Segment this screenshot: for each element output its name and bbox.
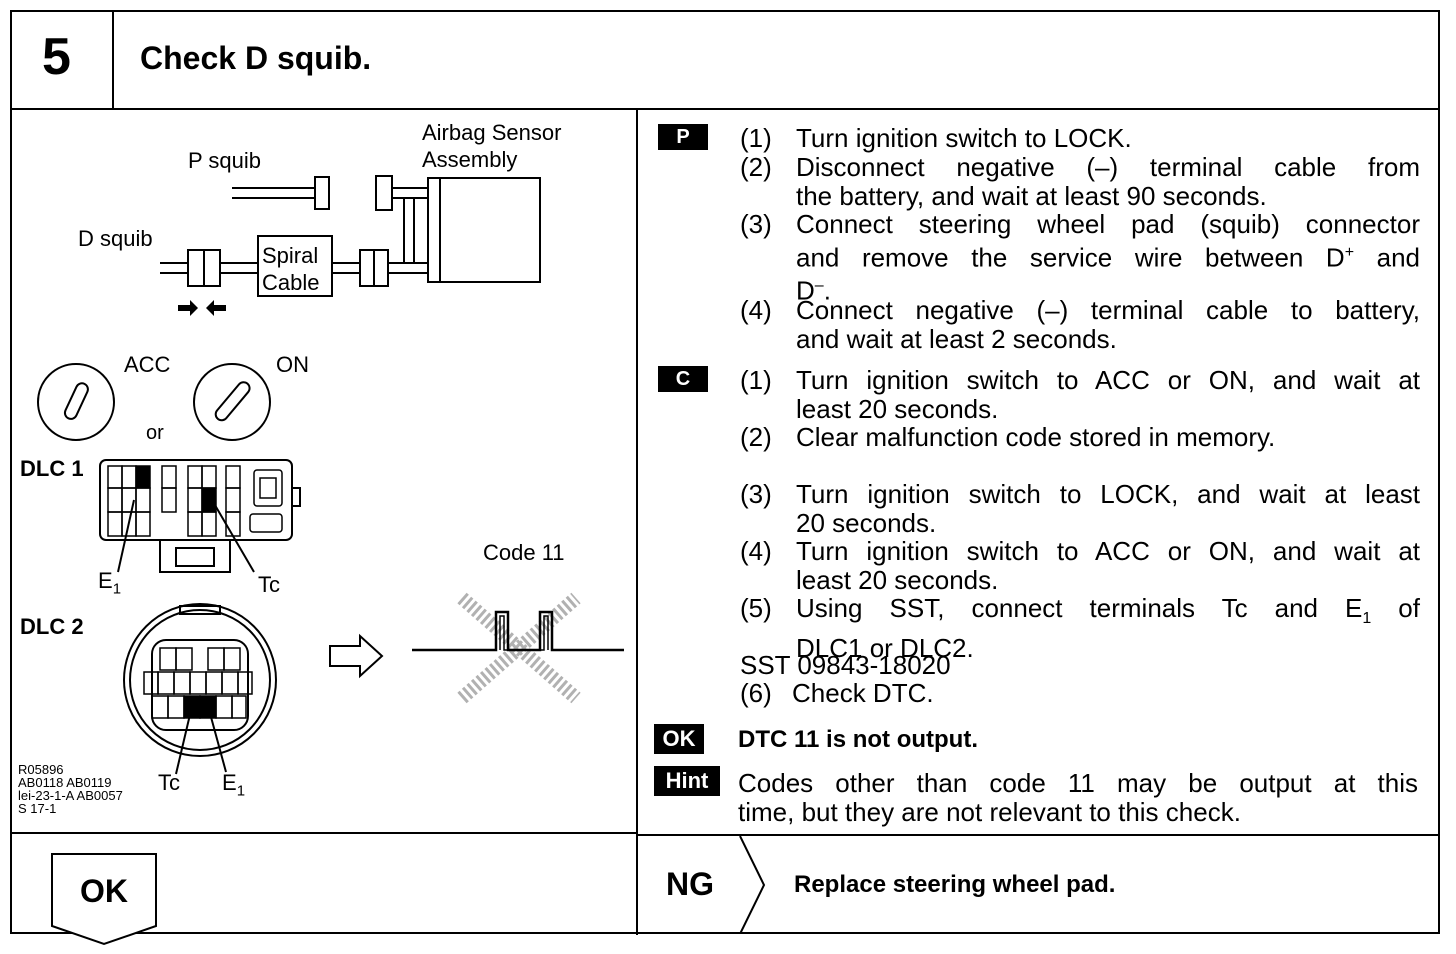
dlc2-tc-label: Tc — [158, 770, 180, 795]
header-row — [10, 10, 1440, 110]
ref-code-4: S 17-1 — [18, 801, 57, 816]
dlc2-e1-label: E1 — [222, 770, 246, 800]
ok-arrow-box — [51, 853, 157, 946]
c-step-2: (2)Clear malfunction code stored in memo… — [740, 422, 1276, 452]
on-label: ON — [276, 352, 309, 377]
tag-c: C — [658, 366, 708, 392]
tag-hint: Hint — [654, 766, 720, 796]
ref-code-3: lei-23-1-A AB0057 — [18, 788, 123, 803]
airbag-wiring-diagram — [37, 175, 624, 775]
c-step-1: (1) Turn ignition switch to ACC or ON, a… — [740, 365, 1420, 424]
d-squib-label: D squib — [78, 226, 153, 251]
ref-code-2: AB0118 AB0119 — [18, 775, 112, 790]
column-divider — [636, 110, 638, 935]
spiral-cable-label-1: Spiral — [262, 243, 319, 268]
c-step-5: (5) Using SST, connect terminals Tc and … — [740, 593, 1420, 663]
tag-ok: OK — [654, 724, 704, 754]
airbag-sensor-label-2: Assembly — [422, 147, 518, 172]
ng-label: NG — [666, 866, 714, 902]
p-step-4: (4) Connect negative (–) terminal cable … — [740, 295, 1420, 354]
dlc2-label: DLC 2 — [20, 614, 84, 639]
step-number-cell — [112, 10, 114, 110]
ok-label: OK — [80, 873, 128, 909]
dlc1-e1-label: E1 — [98, 568, 122, 598]
or-label: or — [146, 422, 164, 444]
ref-code-1: R05896 — [18, 762, 64, 777]
ok-result: DTC 11 is not output. — [738, 726, 978, 753]
hint-text: Codes other than code 11 may be output a… — [738, 768, 1418, 827]
ng-row-rule — [636, 834, 1440, 836]
code11-label: Code 11 — [483, 540, 565, 565]
c-step-4: (4) Turn ignition switch to ACC or ON, a… — [740, 536, 1420, 595]
ng-chevron — [739, 836, 766, 934]
p-step-3: (3) Connect steering wheel pad (squib) c… — [740, 209, 1420, 306]
spiral-cable-label-2: Cable — [262, 270, 320, 295]
sst-number: SST 09843-18020 — [740, 650, 951, 680]
step-number: 5 — [42, 28, 71, 86]
step-title: Check D squib. — [140, 40, 372, 76]
ng-action: Replace steering wheel pad. — [794, 871, 1116, 898]
p-squib-label: P squib — [188, 148, 261, 173]
c-step-6: (6)Check DTC. — [740, 678, 934, 708]
airbag-sensor-label-1: Airbag Sensor — [422, 120, 562, 145]
illustration-bottom-rule — [10, 832, 638, 834]
p-step-2: (2) Disconnect negative (–) terminal cab… — [740, 152, 1420, 211]
p-step-1: (1)Turn ignition switch to LOCK. — [740, 123, 1132, 153]
acc-label: ACC — [124, 352, 171, 377]
tag-p: P — [658, 124, 708, 150]
c-step-3: (3) Turn ignition switch to LOCK, and wa… — [740, 479, 1420, 538]
dlc1-tc-label: Tc — [258, 572, 280, 597]
dlc1-label: DLC 1 — [20, 456, 84, 481]
